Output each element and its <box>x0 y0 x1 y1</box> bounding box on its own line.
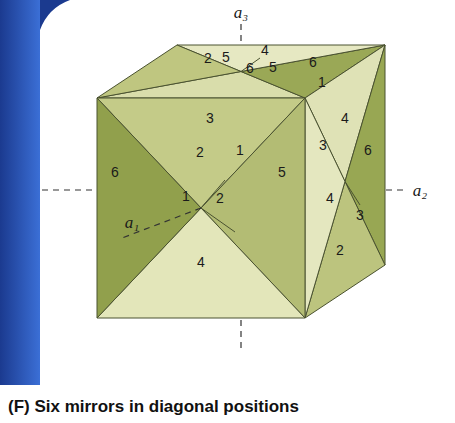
mirror-number: 4 <box>341 111 349 125</box>
mirror-number: 5 <box>222 50 230 64</box>
mirror-number: 2 <box>204 51 212 65</box>
mirror-number: 6 <box>246 61 254 75</box>
mirror-number: 5 <box>269 60 277 74</box>
axis-label: a₃ <box>234 4 248 21</box>
mirror-number: 3 <box>356 208 364 222</box>
axis-label: a₂ <box>413 182 427 199</box>
mirror-number: 1 <box>182 189 190 203</box>
figure-caption: (F) Six mirrors in diagonal positions <box>8 397 299 417</box>
mirror-number: 4 <box>197 255 205 269</box>
mirror-number: 1 <box>236 143 244 157</box>
axis-label: a₁ <box>125 214 139 231</box>
mirror-number: 3 <box>206 111 214 125</box>
mirror-number: 2 <box>196 145 204 159</box>
mirror-number: 6 <box>309 55 317 69</box>
mirror-number: 2 <box>336 243 344 257</box>
mirror-number: 4 <box>261 43 269 57</box>
mirror-number: 2 <box>216 191 224 205</box>
mirror-number: 6 <box>111 165 119 179</box>
mirror-number: 3 <box>319 138 327 152</box>
mirror-number: 4 <box>326 191 334 205</box>
mirror-number: 5 <box>278 165 286 179</box>
mirror-number: 1 <box>318 75 326 89</box>
mirror-number: 6 <box>364 143 372 157</box>
